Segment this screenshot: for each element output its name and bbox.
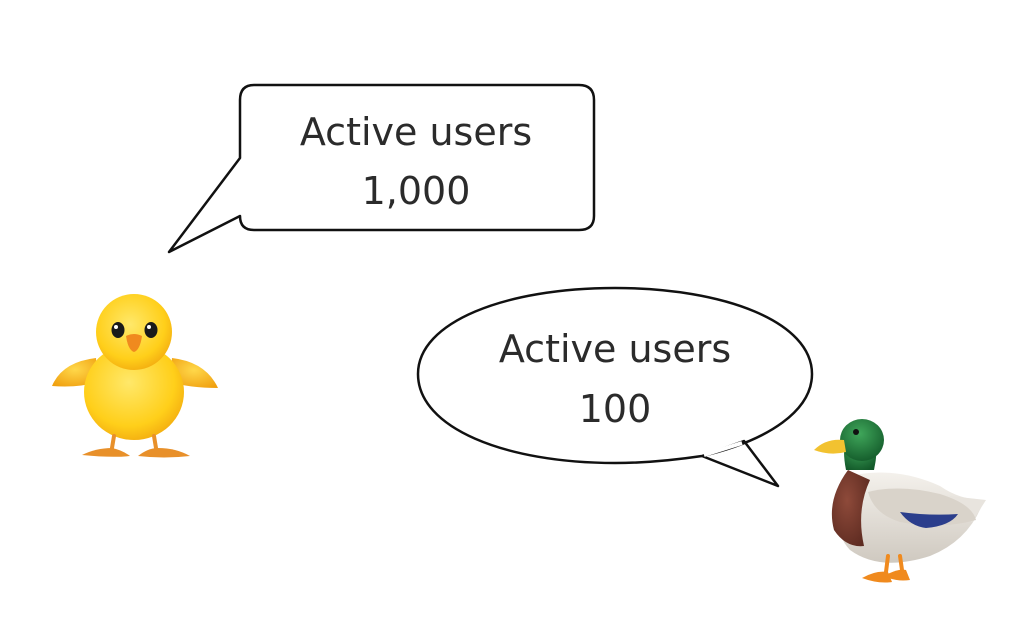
duck-bubble-value: 100 xyxy=(579,387,652,431)
chick-speech-bubble: Active users 1,000 xyxy=(167,83,596,254)
chick-bubble-outline xyxy=(167,83,596,254)
duck-icon xyxy=(814,419,986,583)
duck-bubble-outline xyxy=(416,286,814,488)
chick-bubble-label: Active users xyxy=(300,110,532,154)
duck-bubble-label: Active users xyxy=(499,327,731,371)
baby-chick-icon xyxy=(52,294,218,458)
duck-speech-bubble: Active users 100 xyxy=(416,286,814,488)
chick-bubble-value: 1,000 xyxy=(362,169,471,213)
